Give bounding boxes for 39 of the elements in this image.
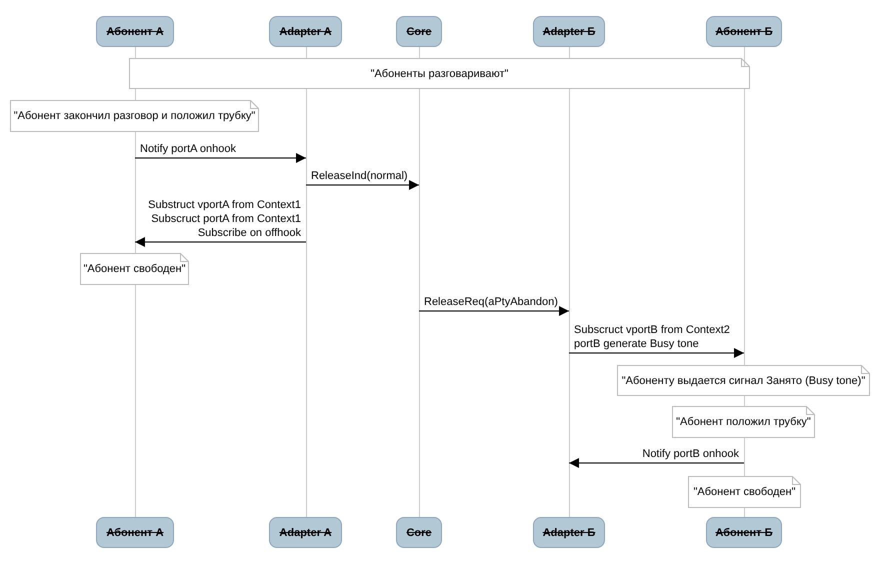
edge-label: ReleaseInd(normal): [311, 169, 408, 183]
participant-box: Абонент Б: [706, 517, 782, 548]
note-text: "Абоненту выдается сигнал Занято (Busy tone)": [622, 374, 866, 386]
lifeline: [305, 47, 307, 517]
participant-box: Adapter Б: [533, 16, 605, 47]
edge-label: Substruct vportA from Context1 Subscruct portA from Context1 Subscribe on offhook: [147, 198, 301, 240]
note-box: [10, 100, 259, 132]
note-box: [617, 365, 870, 396]
note-box: [688, 476, 801, 508]
participant-box: Adapter Б: [533, 517, 605, 548]
note-text: "Абонент свободен": [693, 486, 796, 498]
note-text: "Абоненты разговаривают": [370, 68, 508, 80]
message-arrow: [568, 348, 744, 358]
participant-box: Абонент Б: [706, 16, 782, 47]
message-arrow: [306, 180, 420, 190]
message-arrow: [568, 458, 744, 468]
participant-box: Абонент А: [96, 517, 174, 548]
lifeline: [568, 47, 570, 517]
edge-label: Notify portB onhook: [642, 447, 739, 461]
note-box: [129, 58, 750, 89]
lifeline: [418, 47, 420, 517]
lifeline: [134, 47, 136, 517]
participant-box: Абонент А: [96, 16, 174, 47]
edge-label: Notify portA onhook: [140, 142, 236, 156]
participant-box: Adapter A: [269, 517, 342, 548]
message-arrow: [134, 237, 306, 247]
message-arrow: [134, 153, 306, 163]
participant-box: Adapter A: [269, 16, 342, 47]
participant-box: Core: [396, 16, 442, 47]
participant-box: Core: [396, 517, 442, 548]
note-text: "Абонент свободен": [83, 263, 186, 275]
note-text: "Абонент положил трубку": [676, 416, 811, 428]
lifeline: [743, 47, 745, 517]
note-text: "Абонент закончил разговор и положил трубку": [14, 110, 256, 122]
note-box: [672, 406, 815, 438]
edge-label: ReleaseReq(aPtyAbandon): [424, 295, 558, 309]
edge-label: Subscruct vportB from Context2 portB generate Busy tone: [574, 323, 731, 351]
message-arrow: [418, 306, 570, 316]
note-box: [80, 253, 189, 285]
